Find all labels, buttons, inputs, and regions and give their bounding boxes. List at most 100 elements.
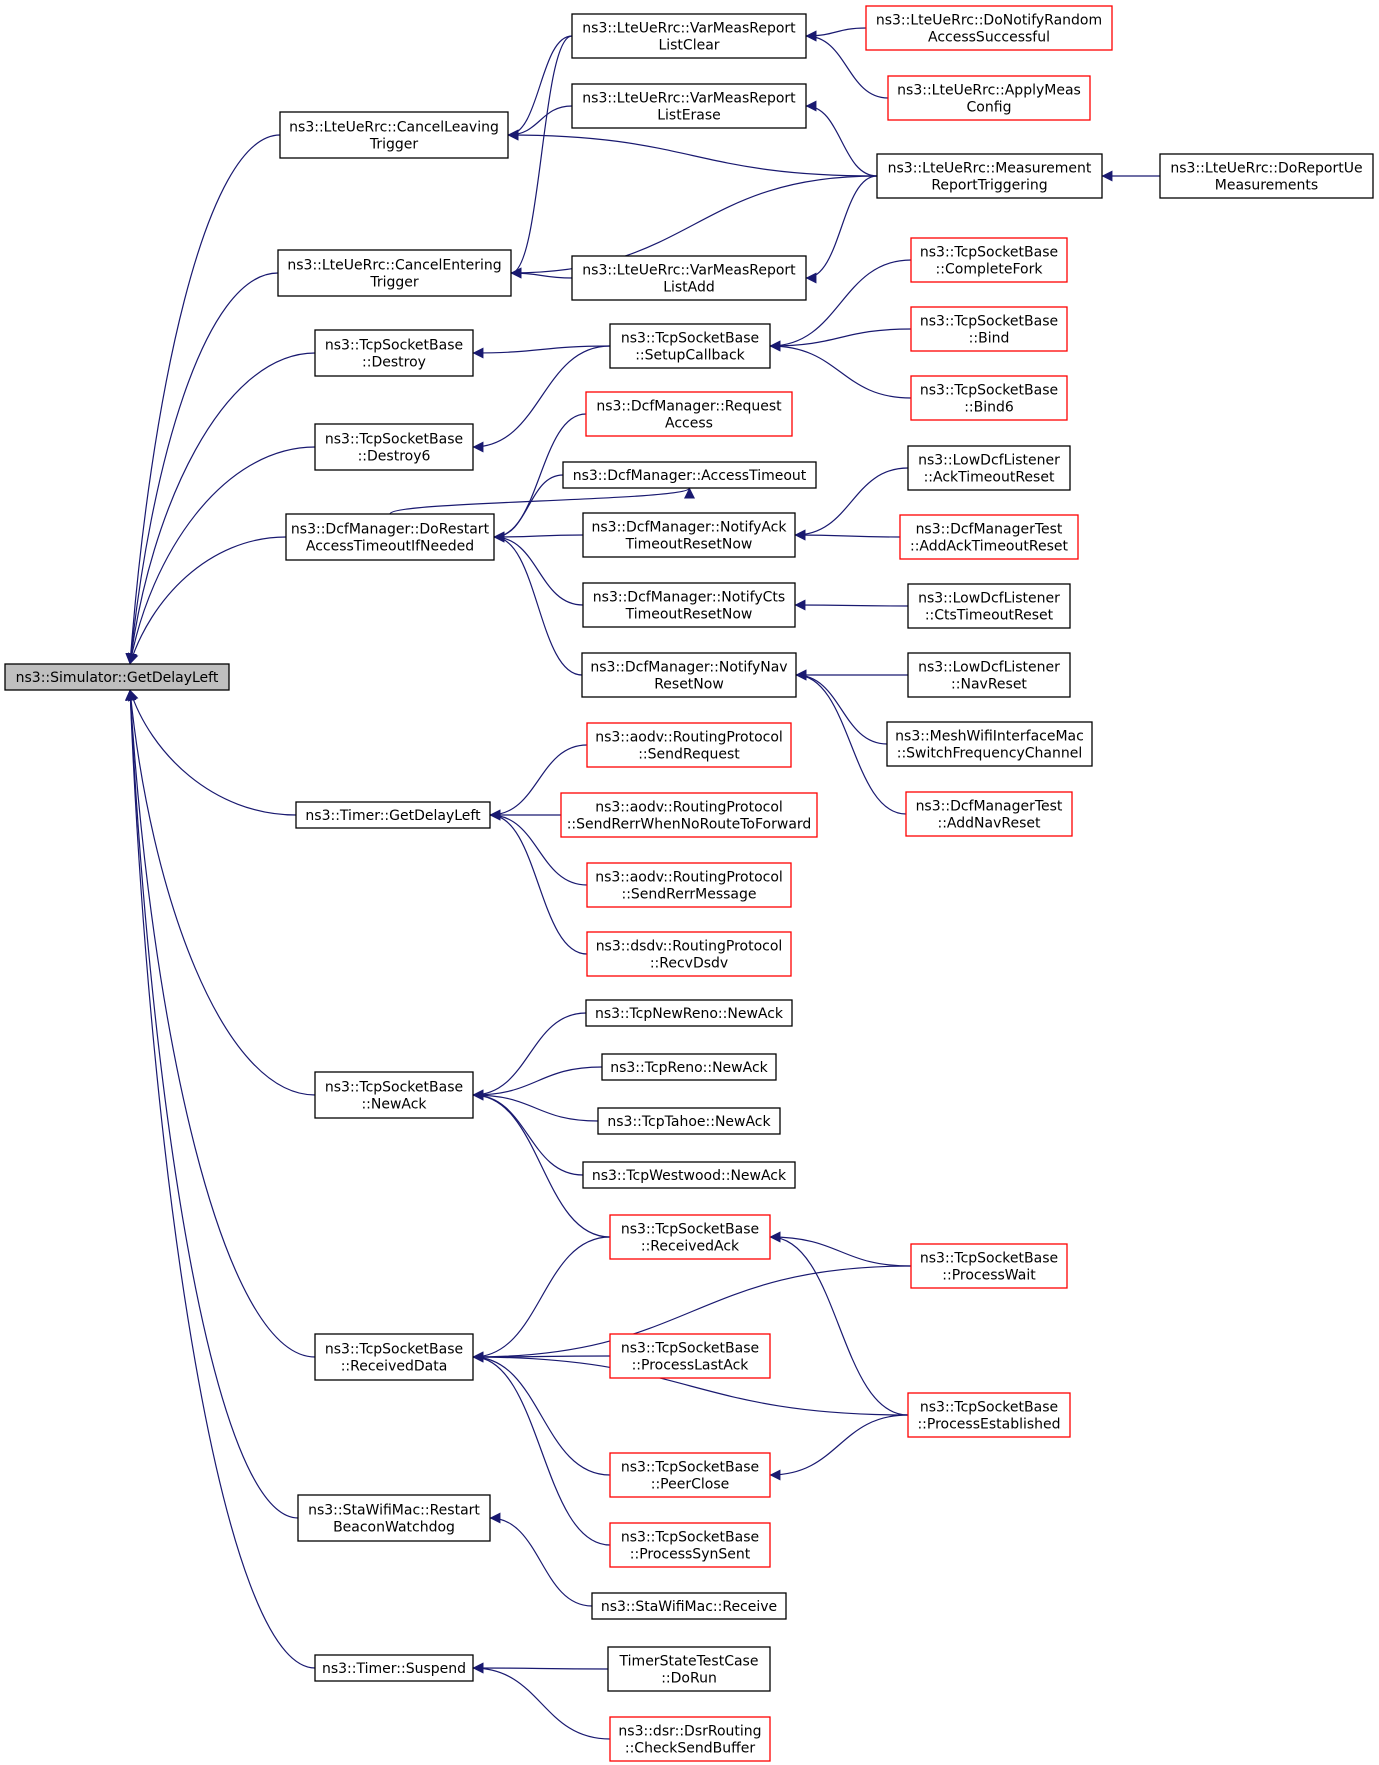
node-tcp-bind[interactable]: ns3::TcpSocketBase::Bind xyxy=(910,306,1068,352)
node-label-line: ns3::TcpSocketBase xyxy=(621,331,759,347)
node-label-line: TimerStateTestCase xyxy=(619,1654,759,1670)
node-root[interactable]: ns3::Simulator::GetDelayLeft xyxy=(4,663,230,691)
node-label-line: ns3::TcpTahoe::NewAck xyxy=(607,1114,771,1130)
node-box xyxy=(886,721,1093,767)
node-sta-receive[interactable]: ns3::StaWifiMac::Receive xyxy=(591,1592,787,1620)
node-label-line: ns3::LteUeRrc::CancelLeaving xyxy=(289,120,499,136)
call-edge-dcf-accesstimeout-to-dcf-dorestart xyxy=(493,474,564,543)
node-label-line: ns3::TcpSocketBase xyxy=(621,1530,759,1546)
node-dcf-notifyack[interactable]: ns3::DcfManager::NotifyAckTimeoutResetNo… xyxy=(582,512,796,558)
node-tcp-setupcallback[interactable]: ns3::TcpSocketBase::SetupCallback xyxy=(609,323,771,369)
node-dcf-notifycts[interactable]: ns3::DcfManager::NotifyCtsTimeoutResetNo… xyxy=(582,582,796,628)
node-label-line: ns3::TcpSocketBase xyxy=(325,1080,463,1096)
node-label-line: Config xyxy=(967,100,1012,116)
call-edge-varmeas-clear-to-cancel-entering xyxy=(510,35,573,279)
node-tcp-receivedack[interactable]: ns3::TcpSocketBase::ReceivedAck xyxy=(609,1214,771,1260)
node-box xyxy=(295,801,491,829)
node-box xyxy=(314,1071,474,1119)
call-edge-tcp-receiveddata-to-root xyxy=(125,689,316,1358)
call-edge-varmeas-add-to-cancel-entering xyxy=(510,267,573,279)
node-tcp-peerclose[interactable]: ns3::TcpSocketBase::PeerClose xyxy=(609,1452,771,1498)
node-label-line: ns3::DcfManager::NotifyCts xyxy=(593,590,785,606)
node-dsr-checksendbuffer[interactable]: ns3::dsr::DsrRouting::CheckSendBuffer xyxy=(609,1716,771,1762)
node-label-line: ns3::StaWifiMac::Receive xyxy=(601,1599,777,1615)
node-label-line: ResetNow xyxy=(654,677,724,693)
node-label-line: ns3::DcfManager::Request xyxy=(596,399,782,415)
node-lowdcf-navreset[interactable]: ns3::LowDcfListener::NavReset xyxy=(907,652,1071,698)
node-box xyxy=(560,792,818,838)
node-reno-newack[interactable]: ns3::TcpReno::NewAck xyxy=(601,1053,777,1081)
node-tcp-newack[interactable]: ns3::TcpSocketBase::NewAck xyxy=(314,1071,474,1119)
node-tcp-processwait[interactable]: ns3::TcpSocketBase::ProcessWait xyxy=(910,1243,1068,1289)
node-label-line: ns3::TcpSocketBase xyxy=(920,245,1058,261)
node-dcf-accesstimeout[interactable]: ns3::DcfManager::AccessTimeout xyxy=(562,461,817,489)
node-box xyxy=(601,1053,777,1081)
node-tcp-processlastack[interactable]: ns3::TcpSocketBase::ProcessLastAck xyxy=(609,1333,771,1379)
node-label-line: ns3::DcfManager::DoRestart xyxy=(291,522,490,538)
node-tcp-bind6[interactable]: ns3::TcpSocketBase::Bind6 xyxy=(910,375,1068,421)
node-box xyxy=(581,652,797,698)
node-label-line: ns3::LowDcfListener xyxy=(918,453,1060,469)
call-edge-lowdcf-acktimeout-to-dcf-notifyack xyxy=(794,467,909,541)
call-edge-tcp-processwait-to-tcp-receiveddata xyxy=(472,1265,912,1363)
node-box xyxy=(314,423,474,471)
call-edge-tcp-receivedack-to-tcp-receiveddata xyxy=(472,1236,611,1363)
node-box xyxy=(607,1646,771,1692)
node-westwood-newack[interactable]: ns3::TcpWestwood::NewAck xyxy=(582,1161,796,1189)
node-label-line: ns3::LteUeRrc::ApplyMeas xyxy=(897,83,1081,99)
node-label-line: ::ProcessLastAck xyxy=(632,1358,750,1374)
node-box xyxy=(562,461,817,489)
node-label-line: ns3::DcfManager::NotifyNav xyxy=(590,660,787,676)
node-lowdcf-ctstimeout[interactable]: ns3::LowDcfListener::CtsTimeoutReset xyxy=(907,583,1071,629)
node-tcp-receiveddata[interactable]: ns3::TcpSocketBase::ReceivedData xyxy=(314,1333,474,1381)
node-box xyxy=(597,1107,781,1135)
node-label-line: ns3::TcpSocketBase xyxy=(920,1400,1058,1416)
node-box xyxy=(586,862,792,908)
node-mesh-switchfreq[interactable]: ns3::MeshWifiInterfaceMac::SwitchFrequen… xyxy=(886,721,1093,767)
node-label-line: ns3::aodv::RoutingProtocol xyxy=(595,870,783,886)
node-dcftest-addnav[interactable]: ns3::DcfManagerTest::AddNavReset xyxy=(905,791,1073,837)
node-label-line: ::ProcessEstablished xyxy=(917,1417,1060,1433)
call-edge-reno-newack-to-tcp-newack xyxy=(472,1066,603,1101)
node-tcp-destroy[interactable]: ns3::TcpSocketBase::Destroy xyxy=(314,329,474,377)
node-aodv-sendrerrmessage[interactable]: ns3::aodv::RoutingProtocol::SendRerrMess… xyxy=(586,862,792,908)
node-label-line: ns3::TcpSocketBase xyxy=(920,314,1058,330)
node-aodv-sendrerrnoroute[interactable]: ns3::aodv::RoutingProtocol::SendRerrWhen… xyxy=(560,792,818,838)
node-label-line: ::SetupCallback xyxy=(635,348,745,364)
node-meas-report-trig[interactable]: ns3::LteUeRrc::MeasurementReportTriggeri… xyxy=(876,153,1103,199)
node-dsdv-recvdsdv[interactable]: ns3::dsdv::RoutingProtocol::RecvDsdv xyxy=(586,931,792,977)
node-label-line: ::CtsTimeoutReset xyxy=(925,608,1054,624)
call-edge-tcp-bind6-to-tcp-setupcallback xyxy=(769,340,912,399)
nodes-layer: ns3::Simulator::GetDelayLeft ns3::LteUeRr… xyxy=(4,5,1374,1762)
call-edge-dcf-dorestart-to-dcf-accesstimeout xyxy=(389,487,695,515)
node-label-line: ns3::LowDcfListener xyxy=(918,660,1060,676)
node-box xyxy=(609,1333,771,1379)
node-dcf-dorestart[interactable]: ns3::DcfManager::DoRestartAccessTimeoutI… xyxy=(285,513,495,561)
node-tcp-destroy6[interactable]: ns3::TcpSocketBase::Destroy6 xyxy=(314,423,474,471)
node-dcftest-addack[interactable]: ns3::DcfManagerTest::AddAckTimeoutReset xyxy=(899,514,1079,560)
node-timerstate-dorun[interactable]: TimerStateTestCase::DoRun xyxy=(607,1646,771,1692)
node-notify-random[interactable]: ns3::LteUeRrc::DoNotifyRandomAccessSucce… xyxy=(865,5,1113,51)
node-timer-getdelayleft[interactable]: ns3::Timer::GetDelayLeft xyxy=(295,801,491,829)
node-tcp-completefork[interactable]: ns3::TcpSocketBase::CompleteFork xyxy=(910,237,1068,283)
node-aodv-sendrequest[interactable]: ns3::aodv::RoutingProtocol::SendRequest xyxy=(586,722,792,768)
node-newreno-newack[interactable]: ns3::TcpNewReno::NewAck xyxy=(585,999,793,1027)
call-edge-timerstate-dorun-to-timer-suspend xyxy=(472,1662,609,1674)
node-timer-suspend[interactable]: ns3::Timer::Suspend xyxy=(314,1654,474,1682)
node-tcp-processsynsent[interactable]: ns3::TcpSocketBase::ProcessSynSent xyxy=(609,1522,771,1568)
node-tahoe-newack[interactable]: ns3::TcpTahoe::NewAck xyxy=(597,1107,781,1135)
node-box xyxy=(586,931,792,977)
node-lowdcf-acktimeout[interactable]: ns3::LowDcfListener::AckTimeoutReset xyxy=(907,445,1071,491)
node-tcp-processestablished[interactable]: ns3::TcpSocketBase::ProcessEstablished xyxy=(907,1392,1071,1438)
node-box xyxy=(887,75,1091,121)
